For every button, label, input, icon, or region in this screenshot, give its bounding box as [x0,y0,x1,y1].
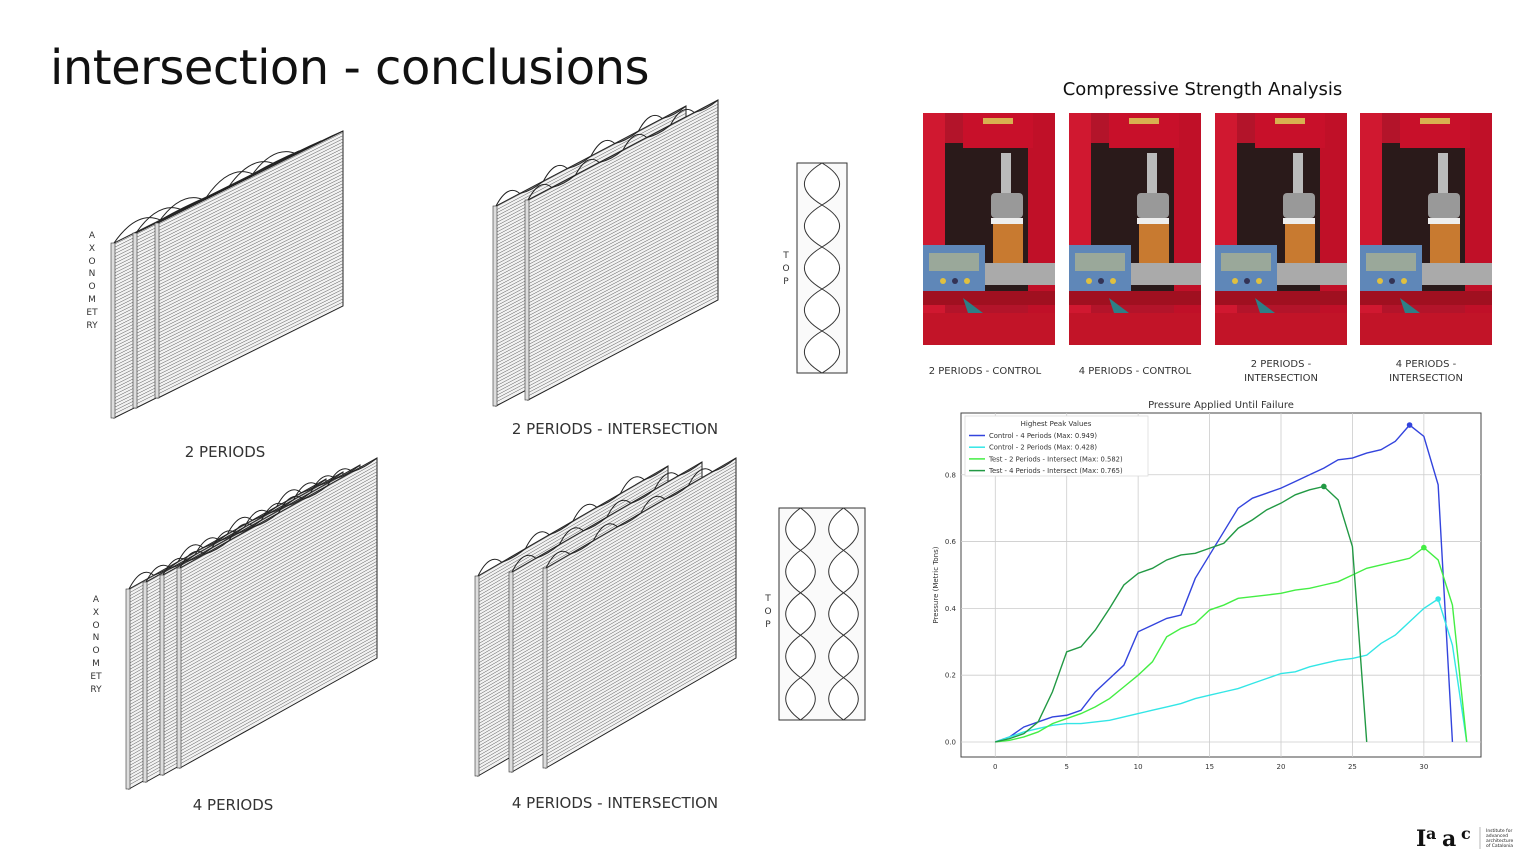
series-line-3 [995,485,1368,743]
legend-entry: Control - 4 Periods (Max: 0.949) [989,432,1097,440]
series-line-1 [995,597,1468,743]
svg-text:advanced: advanced [1486,833,1508,839]
photo-caption: 4 PERIODS - CONTROL [1078,366,1192,377]
svg-text:Institute for: Institute for [1486,828,1512,834]
caption-4-periods-intersection: 4 PERIODS - INTERSECTION [511,794,719,812]
y-tick-label: 0.4 [945,605,957,613]
x-tick-label: 10 [1134,763,1143,771]
svg-text:c: c [1461,824,1471,843]
photo-caption: 2 PERIODS - INTERSECTION [1244,359,1318,384]
series-line-2 [995,546,1468,743]
top-label-upper: TOP [782,251,790,287]
y-tick-label: 0.0 [945,738,956,746]
x-tick-label: 20 [1277,763,1286,771]
legend-entry: Test - 2 Periods - Intersect (Max: 0.582… [988,455,1123,463]
caption-2-periods: 2 PERIODS [184,443,266,461]
top-view-4-periods [778,507,866,721]
x-tick-label: 5 [1064,763,1068,771]
series-line-0 [995,424,1454,743]
wall-4-periods [125,457,378,790]
x-tick-label: 15 [1205,763,1214,771]
caption-4-periods: 4 PERIODS [192,796,274,814]
y-tick-label: 0.2 [945,672,956,680]
iaac-logo: I a a c Institute for advanced architect… [1416,824,1531,859]
svg-text:a: a [1426,824,1436,843]
test-photo [923,113,1055,345]
compression-press-image [1360,113,1492,345]
photo-caption: 2 PERIODS - CONTROL [928,366,1042,377]
caption-2-periods-intersection: 2 PERIODS - INTERSECTION [511,420,719,438]
peak-marker-0 [1406,422,1413,428]
axonometry-label-bottom: AXONOMETRY [90,595,102,695]
compression-press-image [923,113,1055,345]
photo-caption: 4 PERIODS - INTERSECTION [1389,359,1463,384]
y-axis-label: Pressure (Metric Tons) [932,546,940,623]
test-photo [1215,113,1347,345]
wall-4-periods-intersection [474,457,737,777]
legend-entry: Test - 4 Periods - Intersect (Max: 0.765… [988,467,1123,475]
y-tick-label: 0.6 [945,538,957,546]
peak-marker-2 [1421,544,1427,551]
compression-press-image [1215,113,1347,345]
x-tick-label: 30 [1419,763,1428,771]
test-photo [1360,113,1492,345]
test-photo [1069,113,1201,345]
analysis-title: Compressive Strength Analysis [1062,79,1343,100]
legend-title: Highest Peak Values [1021,420,1092,428]
peak-marker-3 [1321,483,1327,490]
y-tick-label: 0.8 [945,471,956,479]
wall-2-periods-intersection [492,99,719,407]
svg-text:of Catalonia: of Catalonia [1486,843,1513,849]
svg-text:a: a [1442,826,1456,852]
legend-entry: Control - 2 Periods (Max: 0.428) [989,444,1097,452]
wall-drawings [110,99,866,790]
wall-2-periods [110,130,344,419]
pressure-chart: Pressure Applied Until Failure 0 5 10 15 20 25… [932,400,1482,771]
peak-marker-1 [1435,596,1441,602]
compression-press-image [1069,113,1201,345]
chart-title: Pressure Applied Until Failure [1148,400,1294,411]
x-tick-label: 25 [1348,763,1357,771]
x-tick-label: 0 [993,763,997,771]
svg-text:architecture: architecture [1486,838,1513,844]
top-view-2-periods [796,162,848,374]
svg-text:I: I [1416,826,1426,852]
slide-title: intersection - conclusions [50,40,650,96]
axonometry-label-top: AXONOMETRY [86,231,98,331]
top-label-lower: TOP [764,594,772,630]
